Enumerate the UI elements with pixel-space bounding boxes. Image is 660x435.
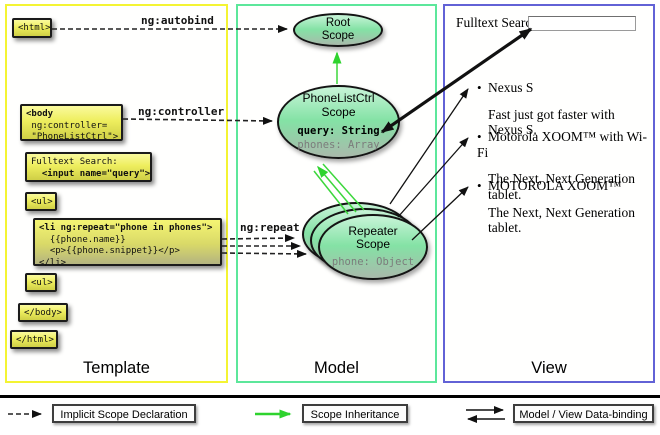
- code-ul-open: <ul>: [25, 192, 57, 211]
- ng-controller-label: ng:controller: [138, 105, 225, 118]
- phonelistctrl-scope-ellipse: PhoneListCtrl Scope query: String phones…: [277, 85, 400, 159]
- scope-prop-phone: phone: Object: [331, 256, 415, 269]
- scope-prop-phones: phones: Array: [297, 138, 380, 151]
- view-search-label: Fulltext Search:: [456, 15, 542, 30]
- repeater-scope-label: Repeater Scope: [348, 223, 398, 252]
- fulltext-search-input[interactable]: [528, 16, 636, 31]
- legend-separator: [0, 395, 660, 398]
- bullet-icon: •: [477, 129, 482, 144]
- code-text: <ul>: [31, 278, 53, 288]
- code-html-open: <html>: [12, 18, 52, 38]
- phone-name: MOTOROLA XOOM™: [488, 178, 622, 193]
- code-ul-close: <ul>: [25, 273, 57, 292]
- model-panel: Model: [236, 4, 437, 383]
- root-scope-ellipse: Root Scope: [293, 13, 383, 47]
- code-fulltext-input: Fulltext Search: <input name="query">: [25, 152, 152, 182]
- view-item-xoom: • MOTOROLA XOOM™ The Next, Next Generatio…: [477, 178, 649, 236]
- code-body-close: </body>: [18, 303, 68, 322]
- phone-snippet: The Next, Next Generation tablet.: [488, 171, 635, 202]
- ng-repeat-label: ng:repeat: [240, 221, 300, 234]
- scope-prop-query: query: String: [297, 124, 380, 137]
- code-text: <html>: [18, 23, 51, 33]
- code-html-close: </html>: [10, 330, 58, 349]
- ng-autobind-label: ng:autobind: [141, 14, 214, 27]
- code-text: </html>: [16, 335, 54, 345]
- code-text: </body>: [24, 308, 62, 318]
- model-panel-title: Model: [314, 358, 359, 377]
- code-text: <input name="query">: [31, 168, 151, 179]
- view-panel-title: View: [531, 358, 567, 377]
- root-scope-label: Root Scope: [321, 16, 355, 42]
- code-text: <body: [26, 109, 54, 119]
- code-li-repeat: <li ng:repeat="phone in phones"> {{phone…: [33, 218, 222, 269]
- phone-name: Nexus S: [488, 80, 534, 95]
- legend-data-binding: Model / View Data-binding: [513, 404, 654, 423]
- bullet-icon: •: [477, 178, 482, 193]
- code-text: {{phone.name}} <p>{{phone.snippet}}</p> …: [39, 234, 180, 269]
- phone-name: Motorola XOOM™ with Wi-Fi: [477, 129, 648, 160]
- code-text: <li ng:repeat="phone in phones">: [39, 223, 213, 233]
- legend-implicit-scope: Implicit Scope Declaration: [52, 404, 196, 423]
- legend-scope-inheritance: Scope Inheritance: [302, 404, 408, 423]
- code-body-open: <body ng:controller= "PhoneListCtrl">: [20, 104, 123, 143]
- code-text: <ul>: [31, 197, 53, 207]
- template-panel-title: Template: [83, 358, 150, 377]
- code-text: Fulltext Search:: [31, 157, 118, 167]
- bullet-icon: •: [477, 80, 482, 95]
- phonelistctrl-scope-label: PhoneListCtrl Scope: [302, 91, 375, 119]
- repeater-scope-ellipse: Repeater Scope phone: Object: [318, 214, 428, 280]
- phone-snippet: The Next, Next Generation tablet.: [488, 204, 635, 236]
- code-text: ng:controller= "PhoneListCtrl">: [31, 120, 119, 143]
